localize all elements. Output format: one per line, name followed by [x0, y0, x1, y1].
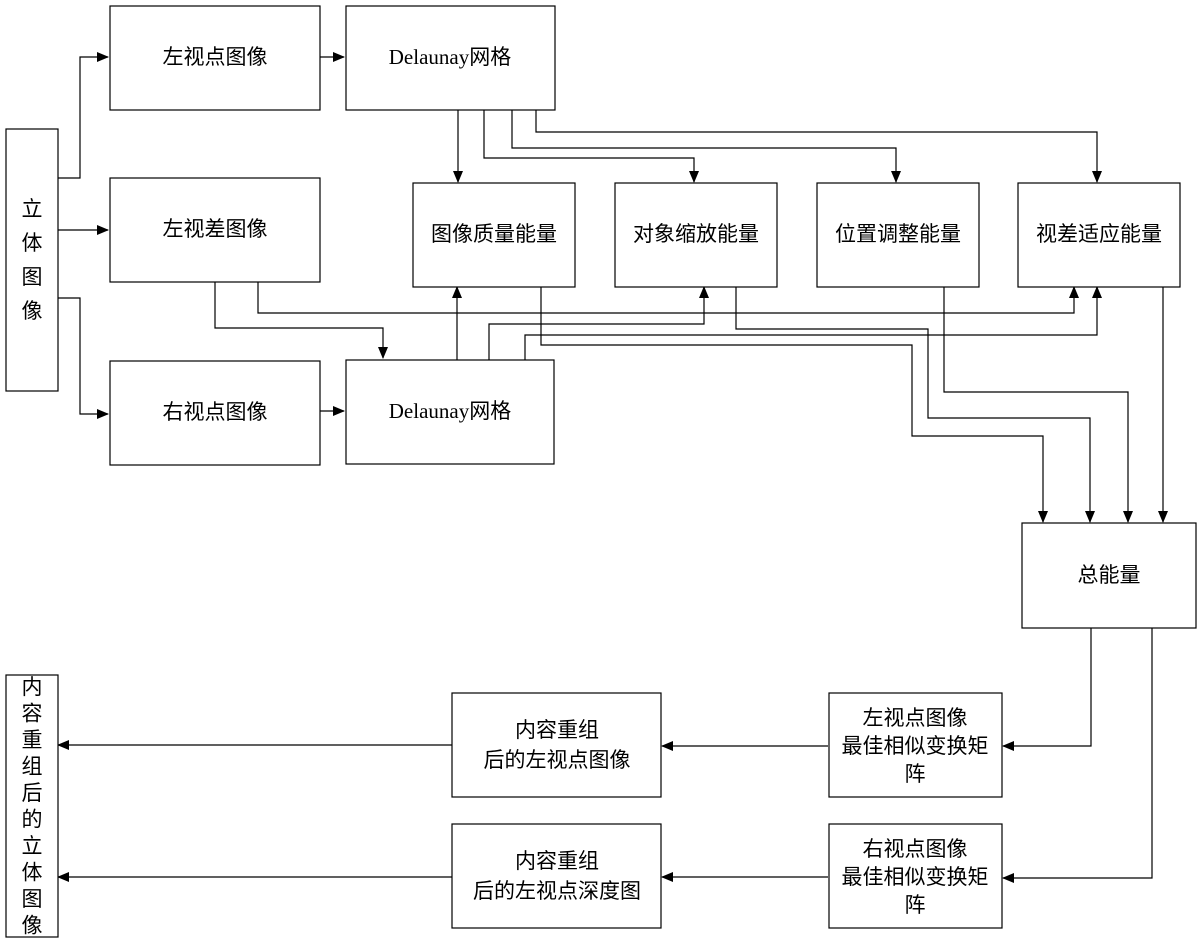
node-recomposed-left-depth-line2: 后的左视点深度图 — [473, 879, 641, 903]
edge-stereo-to-left-view — [58, 52, 109, 179]
edge-total-to-left-matrix — [1002, 628, 1092, 751]
node-recomposed-left-depth-line1: 内容重组 — [515, 849, 599, 873]
node-position-adjust-energy-label: 位置调整能量 — [835, 222, 961, 246]
node-output-stereo: 内容重组后的立体图像 — [5, 674, 59, 938]
edge-delaunay-bottom-to-disparity-adapt — [524, 286, 1102, 360]
node-left-matrix-line2: 最佳相似变换矩 — [842, 734, 989, 758]
edge-stereo-to-right-view — [58, 297, 109, 419]
node-recomposed-left-image: 内容重组 后的左视点图像 — [451, 692, 662, 798]
node-left-matrix-line3: 阵 — [905, 762, 926, 786]
node-image-quality-energy-label: 图像质量能量 — [431, 222, 557, 246]
node-recomposed-left-image-line2: 后的左视点图像 — [484, 748, 631, 772]
node-object-scaling-energy-label: 对象缩放能量 — [633, 222, 759, 246]
edge-total-to-right-matrix — [1002, 628, 1153, 883]
edge-disparity-to-disparity-adapt — [257, 282, 1079, 314]
node-stereo-input: 立体图像 — [5, 128, 59, 392]
node-right-matrix: 右视点图像 最佳相似变换矩 阵 — [828, 823, 1003, 929]
node-left-disparity: 左视差图像 — [109, 177, 321, 283]
edge-delaunay-top-to-position — [511, 110, 901, 183]
edge-quality-to-total — [540, 287, 1048, 523]
node-delaunay-top: Delaunay网格 — [345, 5, 556, 111]
node-object-scaling-energy: 对象缩放能量 — [614, 182, 778, 288]
connectors — [57, 52, 1168, 883]
node-image-quality-energy: 图像质量能量 — [412, 182, 576, 288]
node-right-view-label: 右视点图像 — [163, 400, 268, 424]
node-right-matrix-line1: 右视点图像 — [863, 837, 968, 861]
node-total-energy-label: 总能量 — [1078, 563, 1141, 587]
node-left-view: 左视点图像 — [109, 5, 321, 111]
node-left-disparity-label: 左视差图像 — [163, 217, 268, 241]
node-delaunay-bottom: Delaunay网格 — [345, 359, 555, 465]
node-stereo-input-label: 立体图像 — [22, 197, 43, 323]
node-left-view-label: 左视点图像 — [163, 45, 268, 69]
node-disparity-adapt-energy: 视差适应能量 — [1017, 182, 1181, 288]
node-right-matrix-line2: 最佳相似变换矩 — [842, 865, 989, 889]
node-total-energy: 总能量 — [1021, 522, 1197, 629]
node-left-matrix: 左视点图像 最佳相似变换矩 阵 — [828, 692, 1003, 798]
node-right-view: 右视点图像 — [109, 360, 321, 466]
edge-scaling-to-total — [735, 287, 1095, 523]
node-delaunay-bottom-label: Delaunay网格 — [389, 399, 511, 423]
edge-delaunay-top-to-disparity-adapt — [535, 110, 1102, 183]
node-recomposed-left-image-line1: 内容重组 — [515, 718, 599, 742]
node-delaunay-top-label: Delaunay网格 — [389, 45, 511, 69]
node-recomposed-left-depth: 内容重组 后的左视点深度图 — [451, 823, 662, 929]
edge-delaunay-top-to-scaling — [483, 110, 699, 183]
node-disparity-adapt-energy-label: 视差适应能量 — [1036, 222, 1162, 246]
node-left-matrix-line1: 左视点图像 — [863, 706, 968, 730]
edge-position-to-total — [943, 287, 1133, 523]
edge-delaunay-bottom-to-scaling — [488, 286, 709, 360]
node-output-stereo-label: 内容重组后的立体图像 — [22, 675, 43, 938]
node-right-matrix-line3: 阵 — [905, 893, 926, 917]
node-position-adjust-energy: 位置调整能量 — [816, 182, 980, 288]
edge-disparity-to-delaunay-bottom — [214, 282, 388, 359]
